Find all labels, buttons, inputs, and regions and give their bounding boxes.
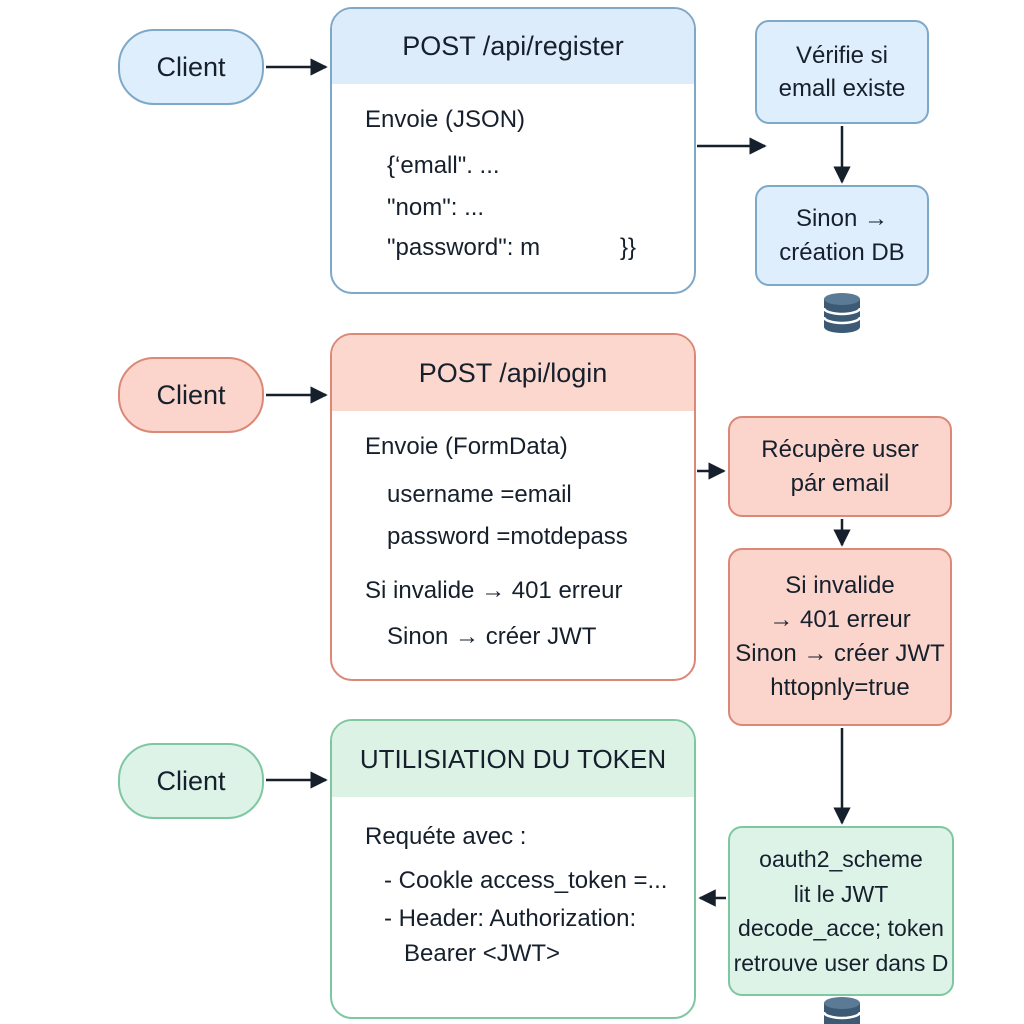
token-usage-line: - Cookle access_token =... bbox=[384, 867, 668, 894]
login-issue-jwt-line: Si invalide bbox=[785, 571, 895, 599]
register-payload-line: Envoie (JSON) bbox=[365, 106, 526, 133]
register-create-db-line: création DB bbox=[779, 238, 905, 266]
database-icon bbox=[822, 997, 862, 1024]
login-fetch-user-line: pár email bbox=[790, 469, 890, 497]
token-usage-line: Bearer <JWT> bbox=[404, 940, 561, 967]
login-payload-line: Si invalide → 401 erreur bbox=[365, 577, 623, 604]
login-client-label: Client bbox=[156, 379, 226, 410]
register-endpoint-title: POST /api/register bbox=[402, 31, 624, 61]
register-payload-line: "nom": ... bbox=[387, 194, 485, 221]
login-endpoint-title: POST /api/login bbox=[418, 357, 608, 388]
token-oauth2-line: retrouve user dans D bbox=[733, 949, 949, 976]
login-fetch-user-line: Récupère user bbox=[761, 436, 919, 464]
token-usage-card: UTILISIATION DU TOKEN Requéte avec : - C… bbox=[330, 719, 696, 1019]
login-payload-line: username =email bbox=[387, 481, 572, 508]
database-icon bbox=[822, 293, 862, 333]
login-issue-jwt-line: → 401 erreur bbox=[769, 605, 911, 633]
token-client-label: Client bbox=[156, 765, 226, 796]
register-client-label: Client bbox=[156, 51, 226, 82]
login-fetch-user-node: Récupère user pár email bbox=[728, 416, 952, 517]
login-payload-line: password =motdepass bbox=[387, 523, 628, 550]
token-client-node: Client bbox=[118, 743, 264, 819]
token-usage-header: UTILISIATION DU TOKEN bbox=[332, 721, 694, 797]
register-check-email-node: Vérifie si emall existe bbox=[755, 20, 929, 124]
token-usage-line: - Header: Authorization: bbox=[384, 905, 637, 932]
token-usage-line: Requéte avec : bbox=[365, 823, 527, 850]
register-check-email-line: Vérifie si bbox=[795, 41, 889, 69]
register-check-email-line: emall existe bbox=[778, 75, 906, 102]
register-payload-line: {‘emall". ... bbox=[387, 152, 500, 179]
login-endpoint-header: POST /api/login bbox=[332, 335, 694, 411]
login-endpoint-card: POST /api/login Envoie (FormData) userna… bbox=[330, 333, 696, 681]
login-payload-line: Sinon → créer JWT bbox=[387, 623, 597, 650]
register-client-node: Client bbox=[118, 29, 264, 105]
login-client-node: Client bbox=[118, 357, 264, 433]
token-oauth2-line: oauth2_scheme bbox=[759, 846, 923, 872]
token-oauth2-line: decode_acce; token bbox=[738, 915, 944, 941]
login-issue-jwt-node: Si invalide → 401 erreur Sinon → créer J… bbox=[728, 548, 952, 726]
register-payload-line: "password": m bbox=[387, 234, 541, 261]
login-issue-jwt-line: httopnly=true bbox=[770, 674, 910, 702]
login-payload-line: Envoie (FormData) bbox=[365, 433, 568, 460]
register-endpoint-header: POST /api/register bbox=[332, 9, 694, 84]
token-oauth2-node: oauth2_scheme lit le JWT decode_acce; to… bbox=[728, 826, 954, 996]
register-payload-line: }} bbox=[620, 234, 637, 261]
login-issue-jwt-line: Sinon → créer JWT bbox=[735, 640, 945, 667]
token-usage-title: UTILISIATION DU TOKEN bbox=[359, 743, 667, 774]
token-oauth2-line: lit le JWT bbox=[793, 880, 889, 907]
register-endpoint-card: POST /api/register Envoie (JSON) {‘emall… bbox=[330, 7, 696, 294]
register-create-db-line: Sinon → bbox=[795, 205, 889, 233]
register-create-db-node: Sinon → création DB bbox=[755, 185, 929, 286]
